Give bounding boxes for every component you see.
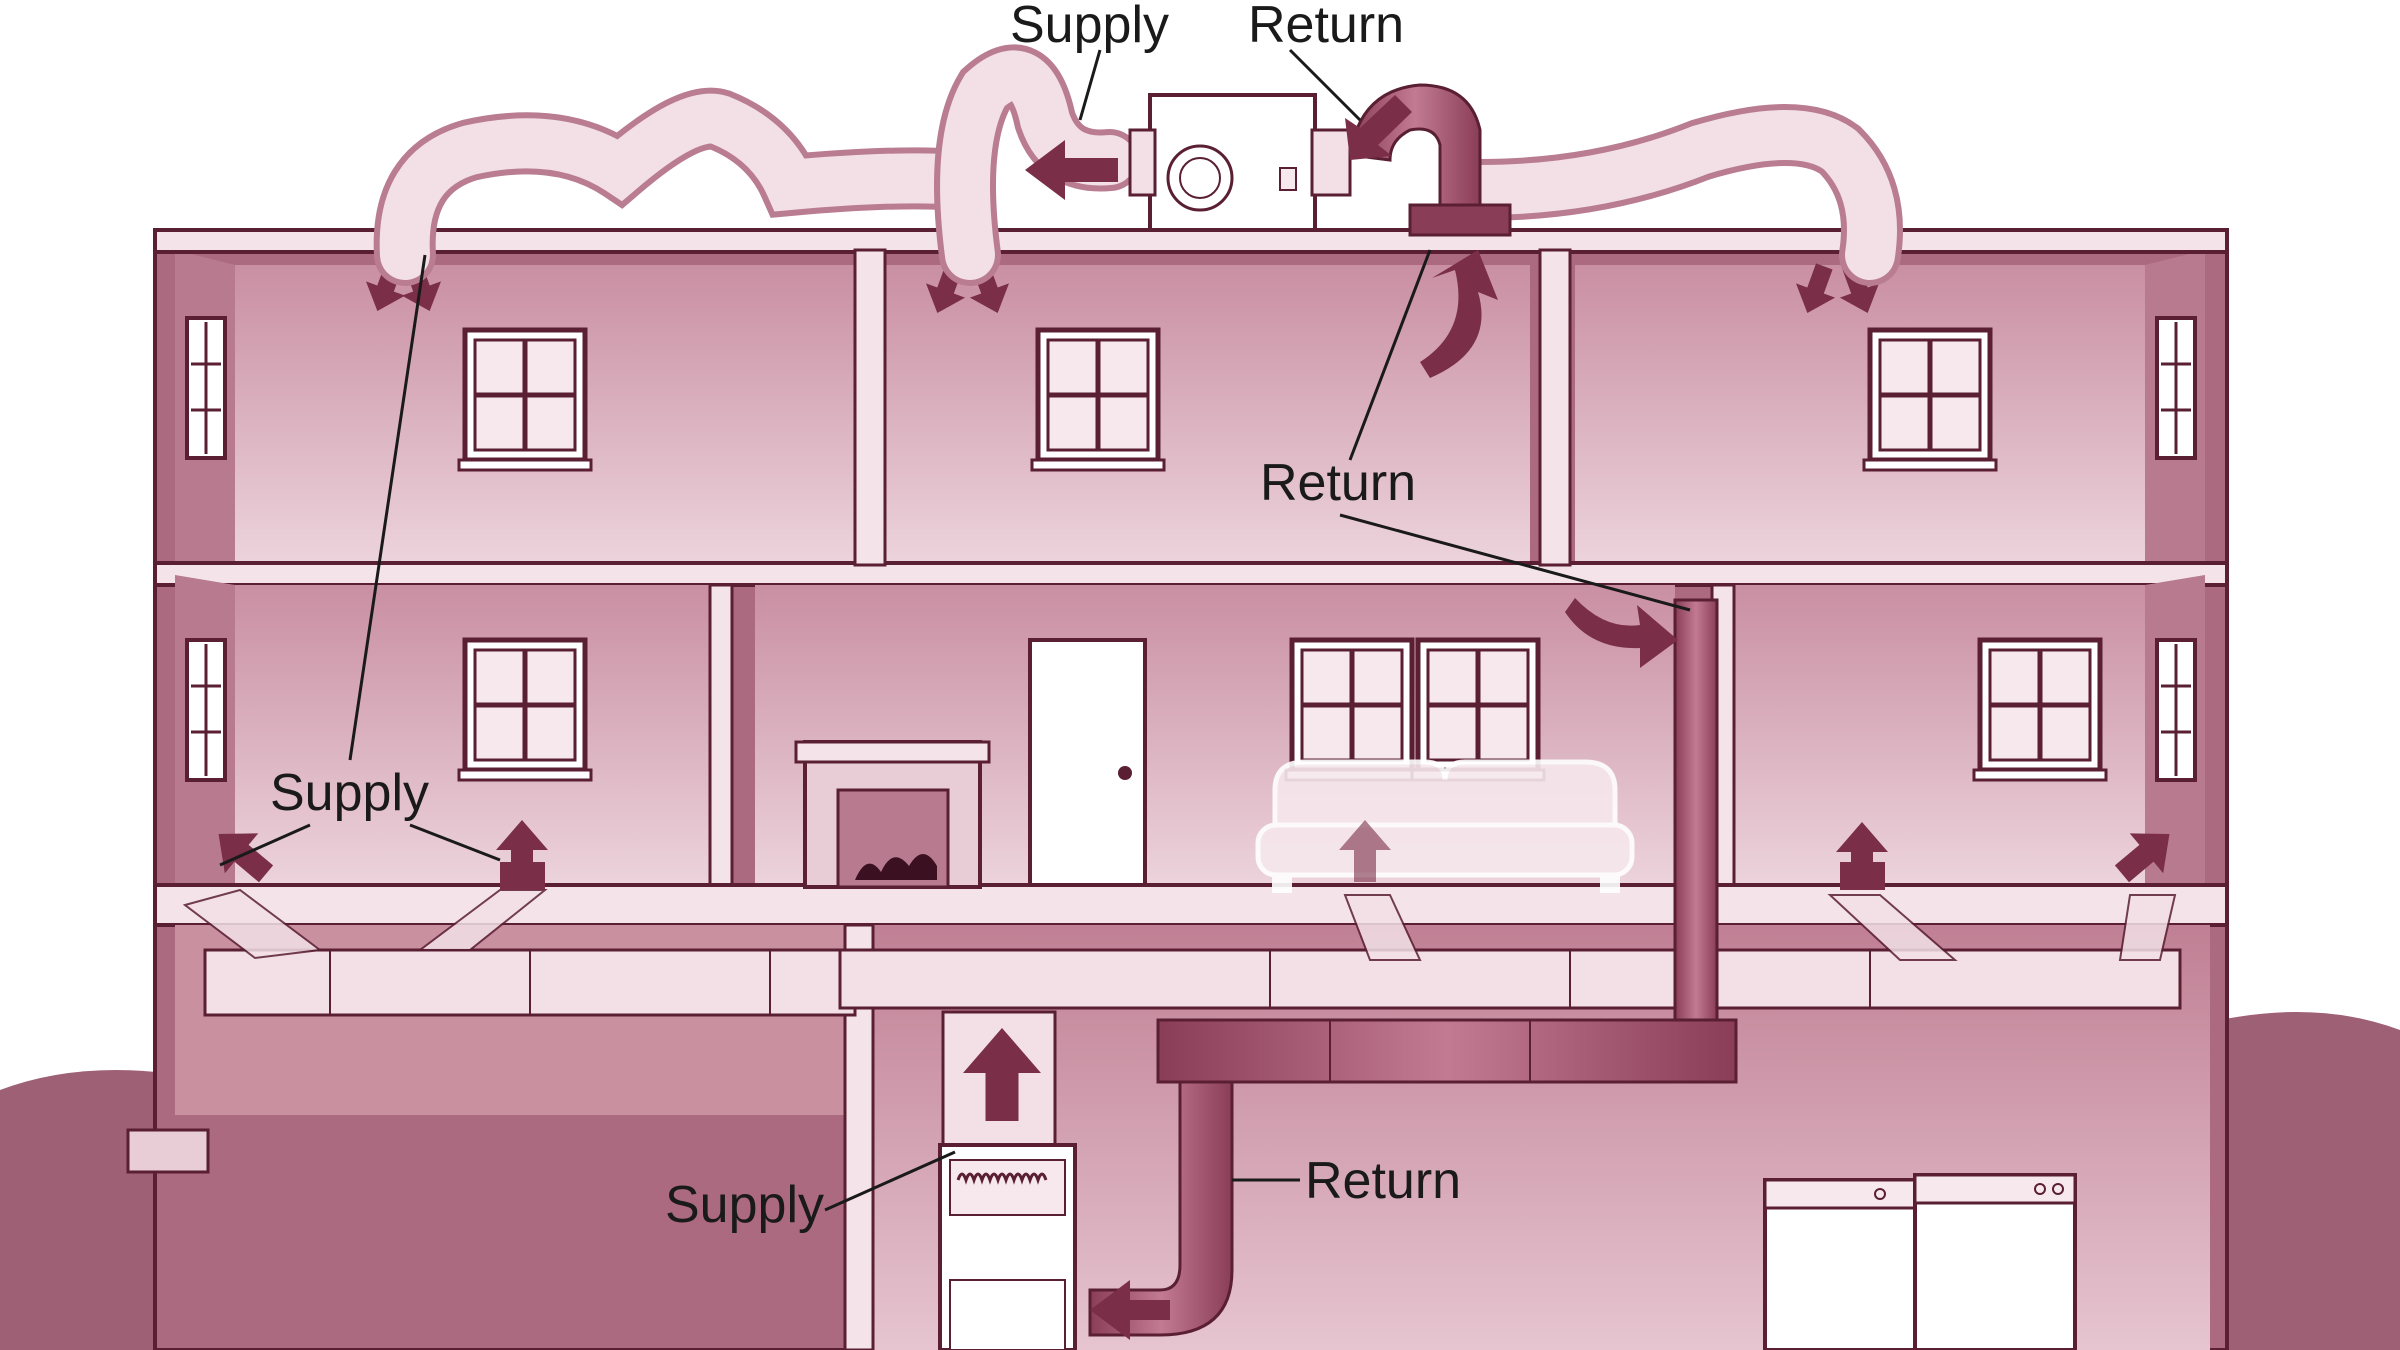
window-icon [1974,640,2106,780]
roof-slab [153,228,2229,254]
window-icon [1864,330,1996,470]
leader-supply-left-3 [409,823,501,862]
supply-arrow-icon [1025,140,1118,200]
window-icon [1412,640,1544,780]
label-return-basement: Return [1305,1152,1461,1210]
label-supply-basement: Supply [665,1176,824,1234]
return-riser [1673,598,1719,1022]
return-arrow-icon [1090,1280,1170,1340]
window-icon [459,640,591,780]
branch-duct-3 [1343,894,1422,961]
window-icon [2155,316,2197,460]
return-arrow-icon [1420,250,1498,378]
washer-icon [1763,1178,1917,1350]
furnace [938,1010,1077,1350]
return-grille [1408,203,1512,237]
dryer-icon [1913,1173,2077,1350]
footing [126,1128,210,1174]
branch-duct-4 [1827,894,1958,961]
upper-room-right [1575,265,2145,563]
partition-main-1 [708,583,734,892]
label-supply-left: Supply [270,764,429,822]
sofa-icon [1255,759,1635,893]
door-icon [1028,638,1147,887]
window-icon [1032,330,1164,470]
ground-right [2220,1012,2400,1350]
leader-return-attic [1288,48,1362,122]
leader-supply-left-1 [348,254,427,761]
trunk-duct-right [838,948,2182,1010]
return-arrow-icon [1565,598,1678,668]
return-arrow-icon [1345,95,1412,160]
upper-floor-slab [153,561,2229,587]
return-trunk [1156,1018,1738,1084]
leader-supply-left-2 [219,823,311,867]
window-icon [459,330,591,470]
branch-duct-5 [2118,894,2177,961]
leader-return-riser [1339,513,1691,612]
partition-upper-1 [853,248,887,567]
air-handler-icon [1128,93,1352,232]
label-return-attic: Return [1248,0,1404,54]
partition-upper-2 [1538,248,1572,567]
window-icon [1286,640,1418,780]
window-icon [2155,638,2197,782]
window-icon [185,638,227,782]
label-return-upper: Return [1260,454,1416,512]
upper-room-middle [885,265,1530,563]
leader-return-upper [1348,249,1432,461]
leader-supply-attic [1078,49,1102,121]
leader-supply-basement [824,1150,956,1212]
branch-duct-1 [182,888,323,960]
label-supply-attic: Supply [1010,0,1169,54]
fireplace-icon [794,740,991,889]
window-icon [185,316,227,460]
return-drop-duct [1088,1080,1234,1337]
